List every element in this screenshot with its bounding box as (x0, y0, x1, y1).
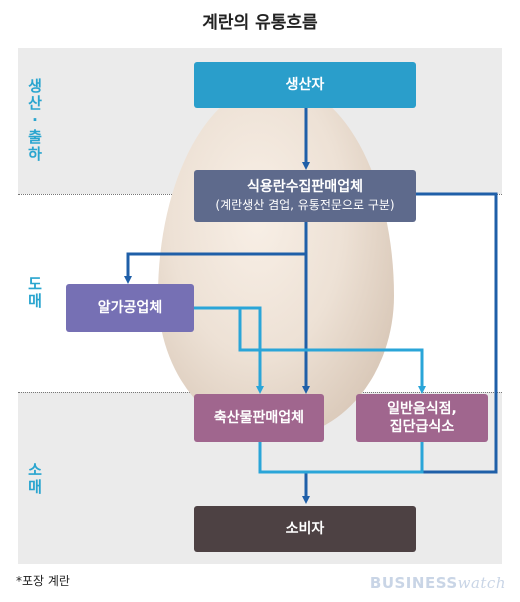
collector-note: (계란생산 겸업, 유통전문으로 구분) (215, 198, 395, 212)
collector-label: 식용란수집판매업체 (247, 179, 363, 195)
stage-label-wholesale: 도 매 (28, 275, 42, 310)
stage-label-retail: 소 매 (28, 461, 42, 496)
arrow-processor-to-retail (194, 306, 264, 394)
node-producer: 생산자 (194, 62, 416, 108)
node-livestock-seller: 축산물판매업체 (194, 394, 324, 442)
line-livestock-to-consumer (258, 442, 306, 474)
restaurant-line2: 집단급식소 (389, 419, 455, 435)
restaurant-line1: 일반음식점, (387, 401, 457, 417)
businesswatch-logo: BUSINESSwatch (369, 574, 506, 592)
node-processor: 알가공업체 (66, 284, 194, 332)
node-consumer: 소비자 (194, 506, 416, 552)
arrow-processor-to-restaurant (238, 308, 426, 394)
footnote: *포장 계란 (16, 574, 70, 588)
line-restaurant-to-consumer (306, 442, 424, 474)
arrow-collector-to-processor (124, 252, 306, 284)
node-collector: 식용란수집판매업체 (계란생산 겸업, 유통전문으로 구분) (194, 170, 416, 222)
node-restaurant: 일반음식점, 집단급식소 (356, 394, 488, 442)
egg-illustration (158, 82, 394, 438)
diagram-title: 계란의 유통흐름 (202, 13, 318, 33)
stage-label-production: 생 산 · 출 하 (28, 77, 42, 163)
